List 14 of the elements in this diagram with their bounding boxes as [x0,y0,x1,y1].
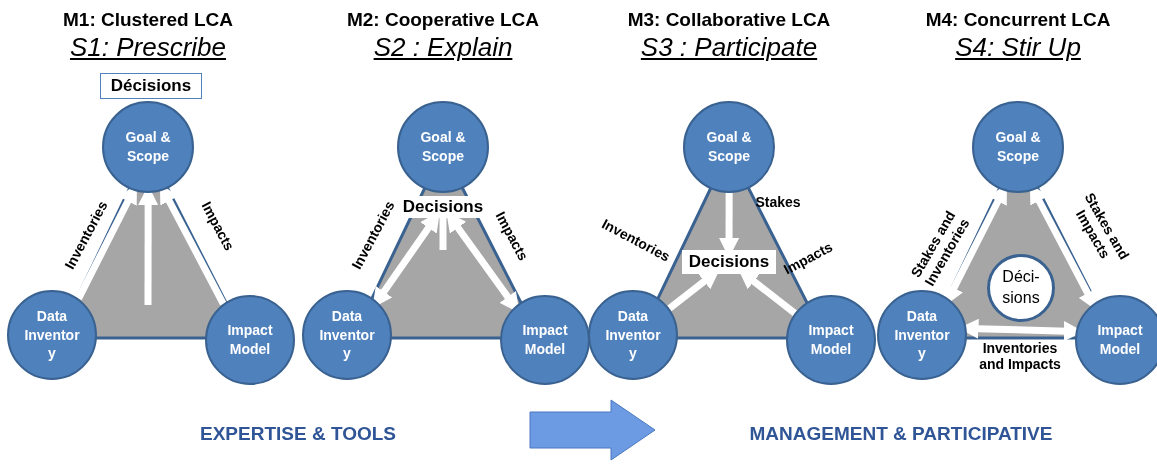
decision-label: Décisions [100,73,202,99]
model-title: M2: Cooperative LCA [345,8,541,32]
strategy-subtitle: S3 : Participate [640,32,818,64]
phase-caption: EXPERTISE & TOOLS [199,422,397,446]
strategy-subtitle: S2 : Explain [373,32,513,64]
strategy-subtitle: S1: Prescribe [69,32,227,64]
model-title: M1: Clustered LCA [62,8,234,32]
strategy-subtitle: S4: Stir Up [955,32,1081,64]
model-title: M3: Collaborative LCA [626,8,832,32]
phase-caption: MANAGEMENT & PARTICIPATIVE [748,422,1054,446]
edge-label: Inventories and Impacts [978,340,1062,373]
decision-label: Decisions [682,250,776,274]
model-title: M4: Concurrent LCA [924,8,1112,32]
edge-label: Stakes [754,194,802,211]
